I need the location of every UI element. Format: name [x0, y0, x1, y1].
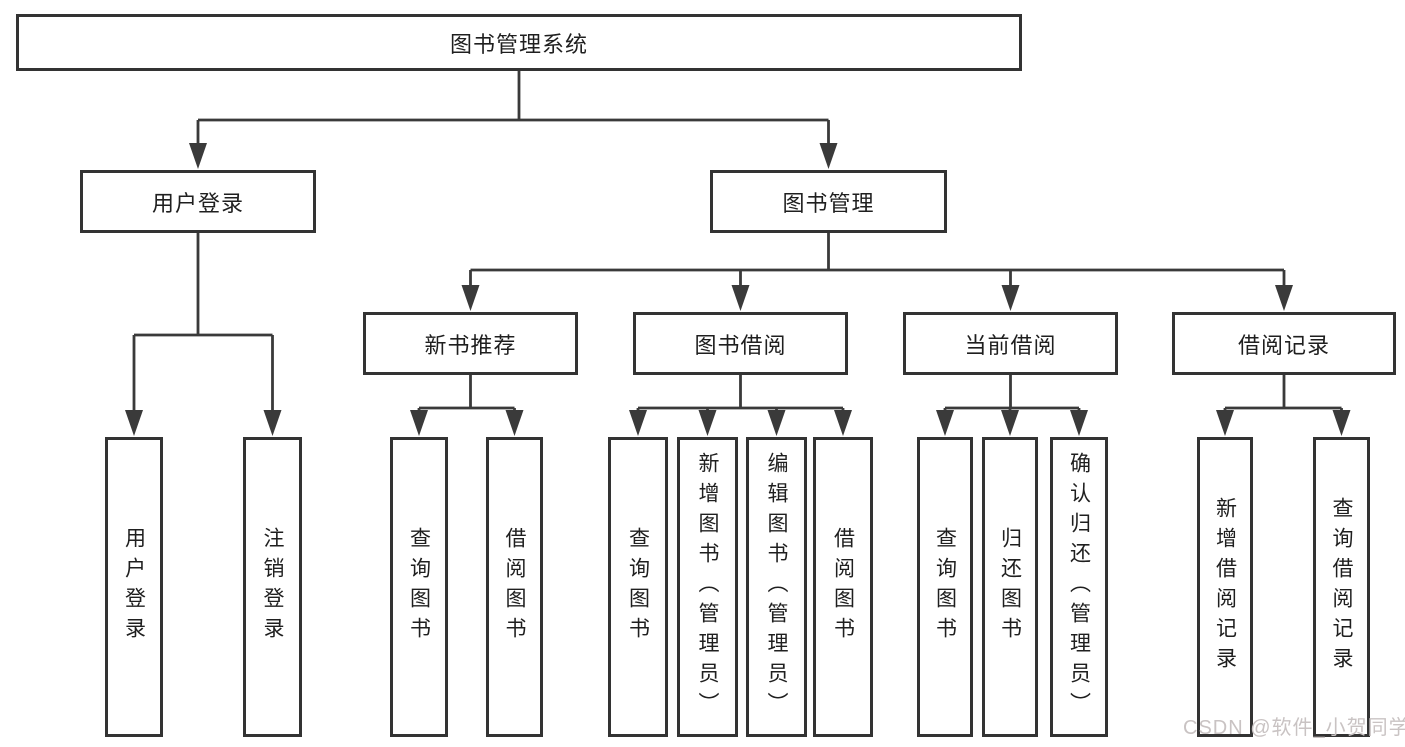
node-leaf-user-login: 用户登录 [105, 437, 163, 737]
node-leaf-return-books: 归还图书 [982, 437, 1038, 737]
node-leaf-add-borrow-record: 新增借阅记录 [1197, 437, 1253, 737]
node-borrowing-records: 借阅记录 [1172, 312, 1396, 375]
node-book-borrowing: 图书借阅 [633, 312, 848, 375]
node-leaf-query-books-3: 查询图书 [917, 437, 973, 737]
node-leaf-add-books-admin: 新增图书（管理员） [677, 437, 738, 737]
node-leaf-confirm-return-admin: 确认归还（管理员） [1050, 437, 1108, 737]
node-leaf-query-books-2: 查询图书 [608, 437, 668, 737]
node-book-management: 图书管理 [710, 170, 947, 233]
node-leaf-query-borrow-record: 查询借阅记录 [1313, 437, 1370, 737]
csdn-watermark: CSDN @软件_小贺同学 [1183, 717, 1405, 739]
node-leaf-logout: 注销登录 [243, 437, 302, 737]
node-leaf-query-books-1: 查询图书 [390, 437, 448, 737]
node-new-book-recommendation: 新书推荐 [363, 312, 578, 375]
node-library-management-system: 图书管理系统 [16, 14, 1022, 71]
node-leaf-borrow-books-2: 借阅图书 [813, 437, 873, 737]
node-leaf-edit-books-admin: 编辑图书（管理员） [746, 437, 807, 737]
node-leaf-borrow-books-1: 借阅图书 [486, 437, 543, 737]
node-user-login: 用户登录 [80, 170, 316, 233]
node-current-borrowing: 当前借阅 [903, 312, 1118, 375]
